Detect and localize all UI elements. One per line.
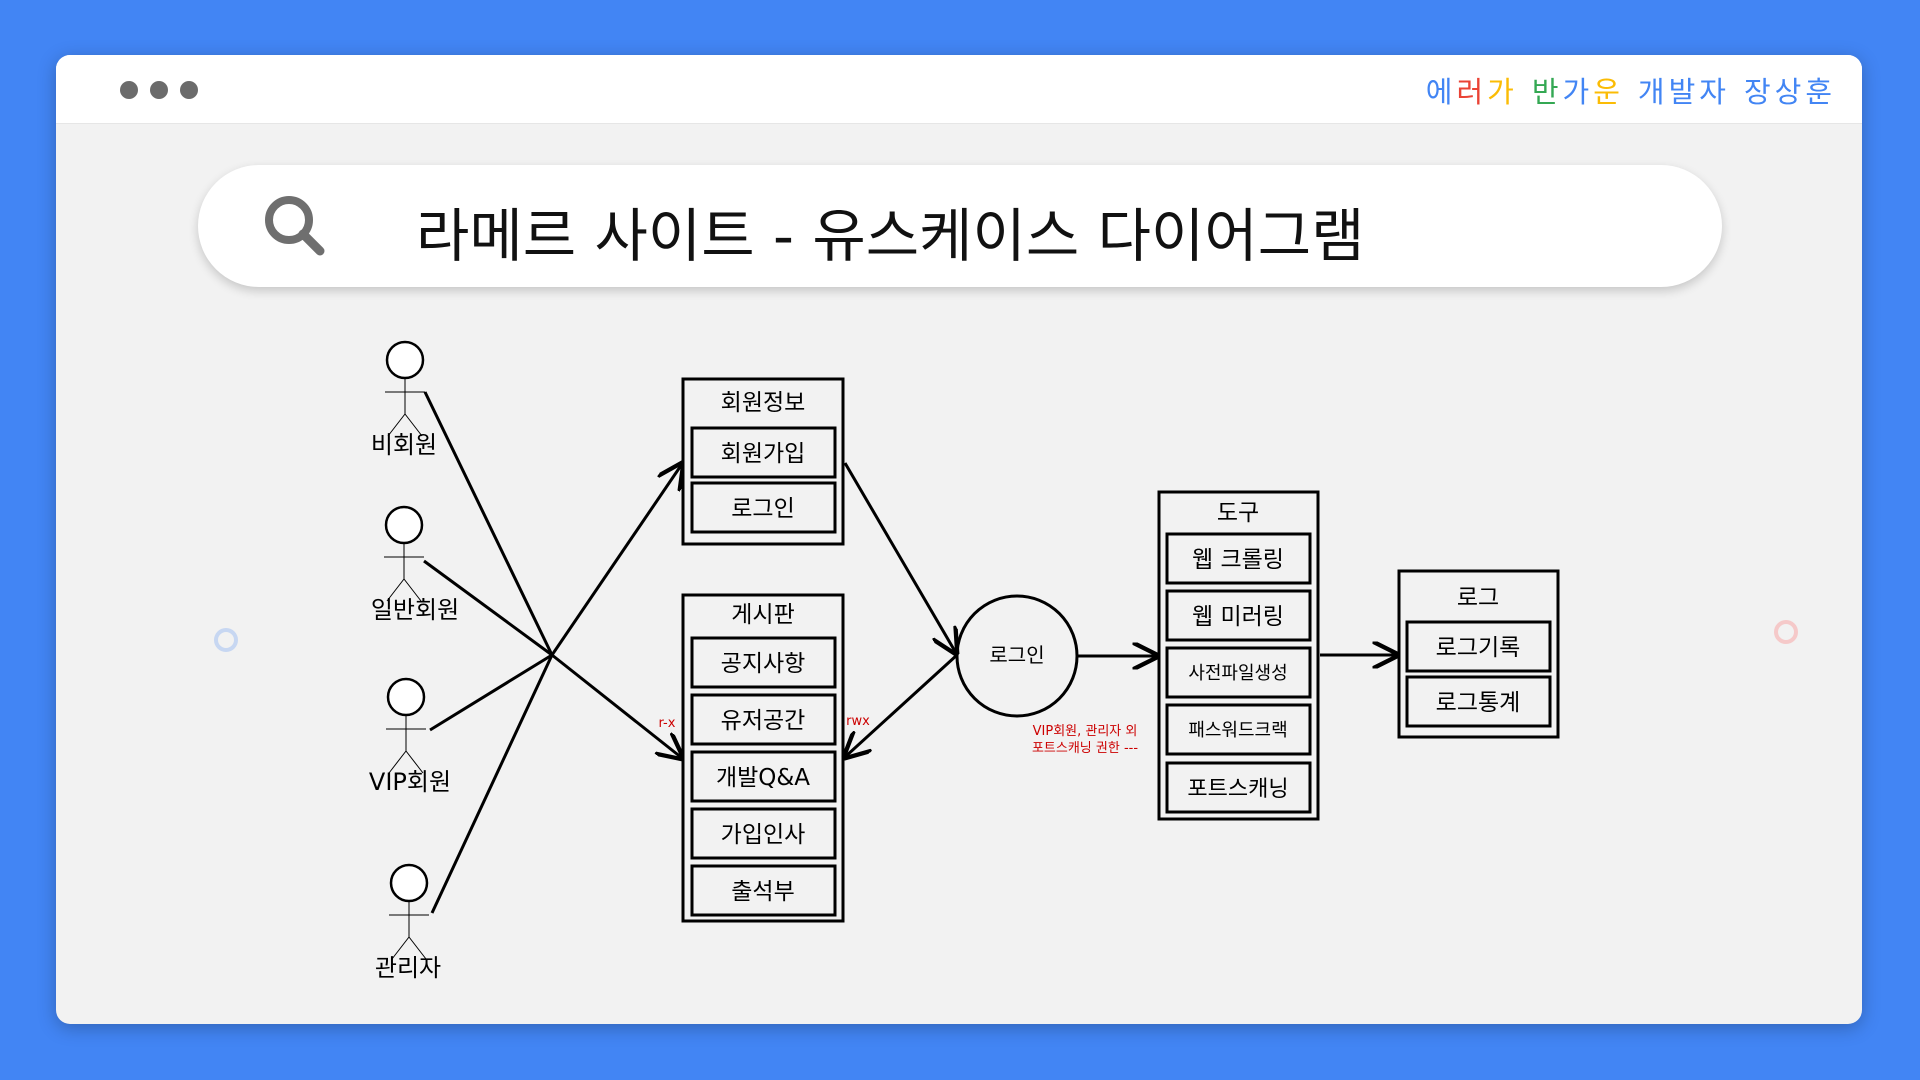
use-case-port-scanning[interactable]: 포트스캐닝 — [1165, 761, 1312, 814]
actor-label: 비회원 — [371, 431, 437, 459]
window-dot-3[interactable] — [180, 81, 198, 99]
brand-char: 가 — [1487, 75, 1518, 109]
actor-connectors — [423, 391, 682, 914]
use-case-label: 개발Q&A — [716, 765, 810, 791]
brand-char: 개 — [1637, 75, 1669, 109]
use-case-web-mirroring[interactable]: 웹 미러링 — [1165, 589, 1312, 642]
search-bar[interactable]: 라메르 사이트 - 유스케이스 다이어그램 — [198, 165, 1722, 287]
actor-admin[interactable]: 관리자 — [375, 863, 441, 982]
log-title: 로그 — [1457, 585, 1499, 611]
use-case-password-crack[interactable]: 패스워드크랙 — [1165, 703, 1312, 756]
use-case-label: 출석부 — [731, 879, 794, 905]
brand-char: 에 — [1425, 75, 1457, 109]
use-case-signup[interactable]: 회원가입 — [690, 426, 837, 479]
use-case-label: 로그기록 — [1436, 635, 1521, 661]
use-case-label: 사전파일생성 — [1188, 663, 1287, 684]
tools-title: 도구 — [1217, 500, 1259, 526]
use-case-attendance[interactable]: 출석부 — [690, 864, 837, 917]
use-case-log-record[interactable]: 로그기록 — [1405, 620, 1552, 673]
tools-box: 도구 웹 크롤링 웹 미러링 사전파일생성 패스워드크랙 포트스캐닝 — [1157, 490, 1320, 821]
ring-decoration-right — [1774, 620, 1798, 644]
log-box: 로그 로그기록 로그통계 — [1397, 569, 1560, 739]
use-case-web-crawling[interactable]: 웹 크롤링 — [1165, 532, 1312, 585]
use-case-label: 웹 크롤링 — [1192, 547, 1284, 573]
use-case-label: 유저공간 — [721, 708, 806, 734]
use-case-label: 로그통계 — [1436, 690, 1521, 716]
page-title: 라메르 사이트 - 유스케이스 다이어그램 — [416, 202, 1365, 270]
use-case-label: 포트스캐닝 — [1187, 777, 1288, 802]
use-case-label: 패스워드크랙 — [1188, 720, 1287, 741]
login-node-label: 로그인 — [989, 643, 1044, 667]
permission-note-line2: 포트스캐닝 권한 --- — [1032, 741, 1138, 756]
actor-label: 관리자 — [375, 954, 441, 982]
actor-label: VIP회원 — [369, 768, 451, 796]
use-case-notice[interactable]: 공지사항 — [690, 636, 837, 689]
flow-connectors — [845, 462, 1397, 757]
member-info-title: 회원정보 — [721, 390, 806, 416]
window-dot-2[interactable] — [150, 81, 168, 99]
member-info-box: 회원정보 회원가입 로그인 — [681, 377, 845, 546]
window-controls — [120, 81, 198, 99]
permission-note-line1: VIP회원, 관리자 외 — [1033, 724, 1138, 739]
brand-char: 상 — [1774, 75, 1806, 109]
actor-vip-member[interactable]: VIP회원 — [369, 677, 451, 796]
permission-rwx-label: rwx — [846, 714, 870, 729]
actor-regular-member[interactable]: 일반회원 — [371, 505, 459, 624]
brand-char: 러 — [1456, 75, 1488, 109]
login-node[interactable]: 로그인 — [955, 594, 1079, 718]
use-case-label: 로그인 — [731, 496, 794, 522]
use-case-user-space[interactable]: 유저공간 — [690, 693, 837, 746]
brand-char: 발 — [1668, 75, 1700, 109]
board-title: 게시판 — [731, 602, 794, 628]
use-case-label: 회원가입 — [721, 441, 806, 467]
use-case-dev-qa[interactable]: 개발Q&A — [690, 750, 837, 803]
brand-char: 운 — [1593, 75, 1624, 109]
window-dot-1[interactable] — [120, 81, 138, 99]
use-case-label: 공지사항 — [721, 651, 806, 677]
brand-char: 가 — [1562, 75, 1594, 109]
brand-char: 훈 — [1805, 75, 1836, 109]
search-icon[interactable] — [262, 193, 328, 259]
use-case-greeting[interactable]: 가입인사 — [690, 807, 837, 860]
use-case-login[interactable]: 로그인 — [690, 481, 837, 534]
board-box: 게시판 공지사항 유저공간 개발Q&A 가입인사 출석부 — [681, 593, 845, 923]
use-case-log-stats[interactable]: 로그통계 — [1405, 675, 1552, 728]
actor-label: 일반회원 — [371, 596, 459, 624]
use-case-label: 웹 미러링 — [1192, 604, 1284, 630]
ring-decoration-left — [214, 628, 238, 652]
brand-char: 반 — [1531, 75, 1563, 109]
use-case-dictionary-file[interactable]: 사전파일생성 — [1165, 646, 1312, 699]
actor-non-member[interactable]: 비회원 — [371, 340, 437, 459]
permission-rx-label: r-x — [659, 716, 676, 731]
brand-char: 장 — [1743, 75, 1775, 109]
brand-char: 자 — [1699, 75, 1730, 109]
use-case-label: 가입인사 — [721, 822, 806, 848]
